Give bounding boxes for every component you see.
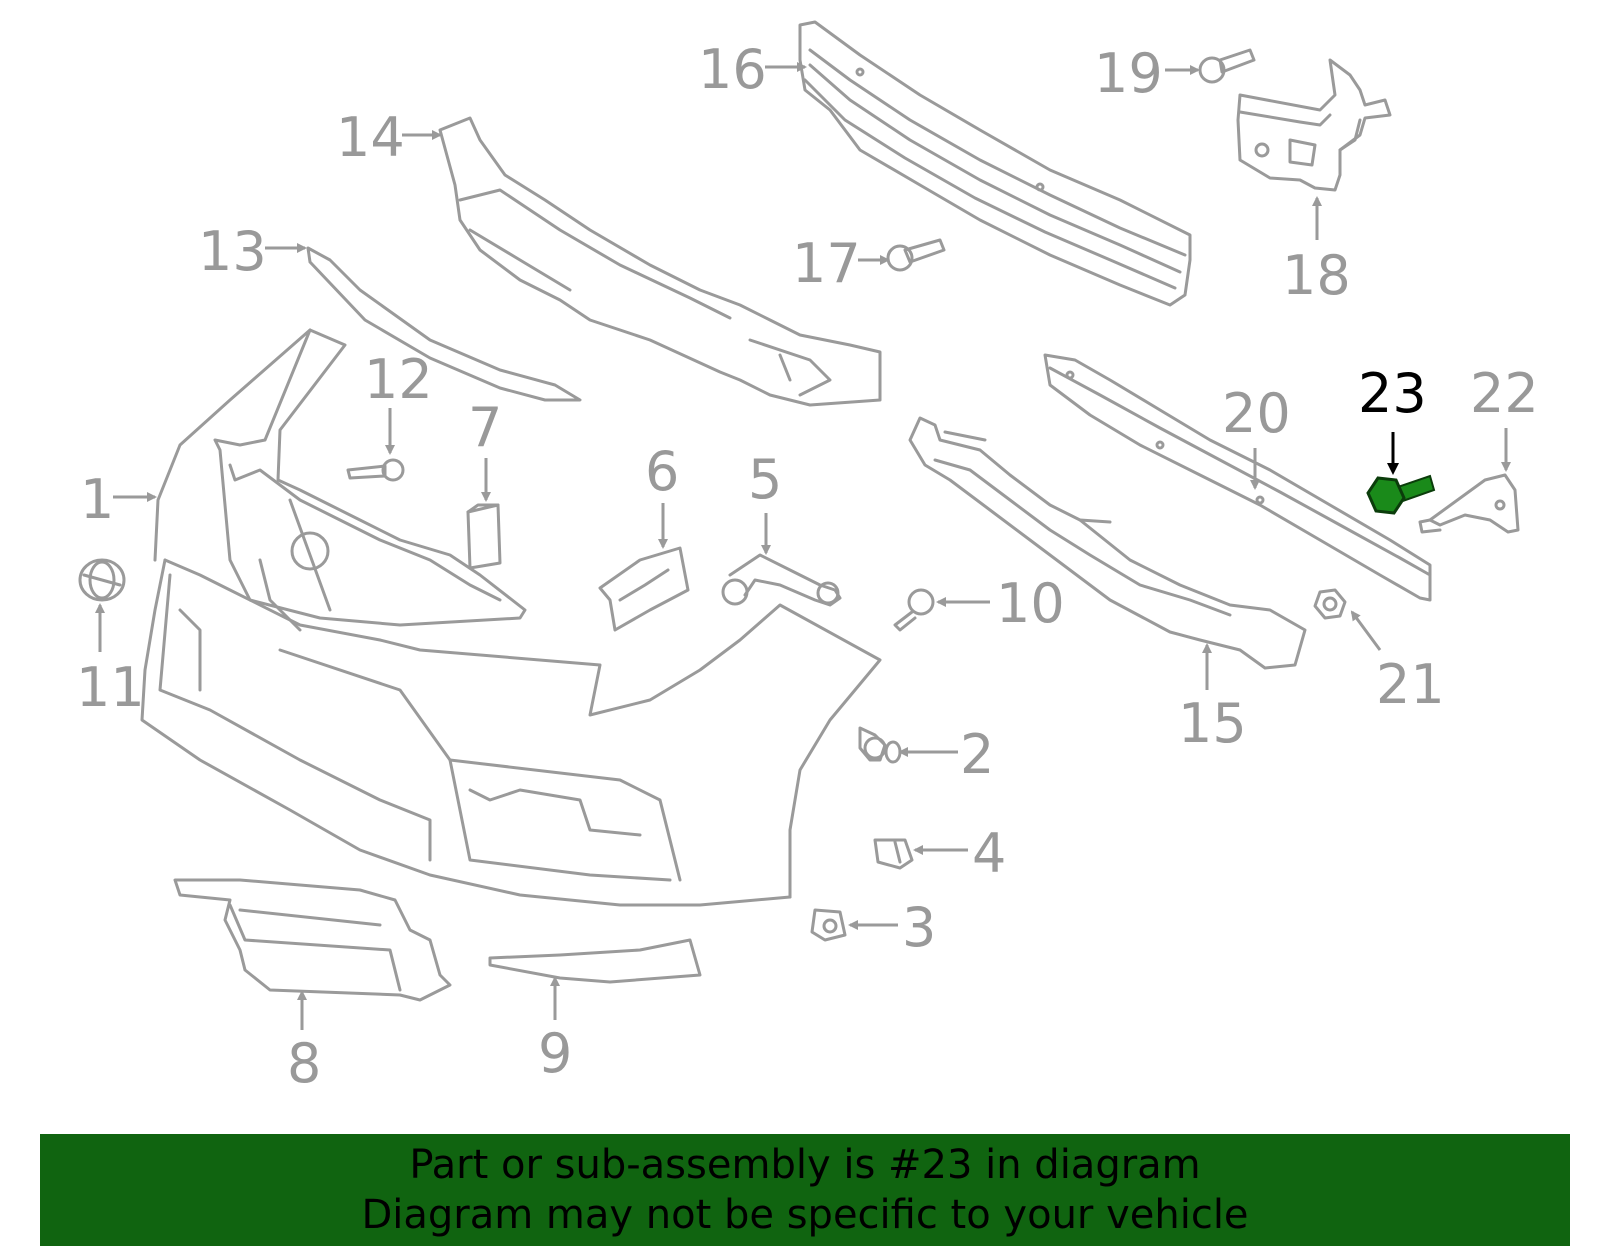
label-8: 8 [287,1032,321,1095]
part-15-lower-absorber [908,416,1307,670]
label-2: 2 [960,723,994,786]
part-14-energy-absorber [438,116,882,407]
banner-line-2: Diagram may not be specific to your vehi… [361,1192,1249,1238]
callout-numbers: 1 2 3 4 5 6 7 8 9 10 11 12 13 14 15 16 1… [76,38,1539,1095]
part-23-bolt [1366,474,1436,515]
label-22: 22 [1470,362,1539,425]
leader-lines [95,62,1511,1030]
label-18: 18 [1282,244,1351,307]
part-21-nut [1313,588,1347,620]
part-6-bracket [598,546,690,632]
label-1: 1 [80,468,114,531]
part-2-clip [858,726,902,764]
label-13: 13 [198,220,267,283]
banner-line-1: Part or sub-assembly is #23 in diagram [409,1142,1201,1188]
label-9: 9 [538,1022,572,1085]
label-4: 4 [972,822,1006,885]
label-17: 17 [792,232,861,295]
part-4-clip [873,838,914,870]
part-17-bolt [886,238,946,272]
label-19: 19 [1094,42,1163,105]
label-12: 12 [364,348,433,411]
label-3: 3 [902,896,936,959]
label-6: 6 [645,440,679,503]
part-9-lower-trim [488,938,702,984]
info-banner: Part or sub-assembly is #23 in diagram D… [40,1134,1570,1246]
label-14: 14 [336,106,405,169]
part-16-reinforcement [798,20,1192,307]
part-18-bracket [1236,58,1392,192]
label-5: 5 [748,448,782,511]
label-7: 7 [468,396,502,459]
part-11-emblem [78,558,126,602]
part-13-trim-strip [306,246,582,402]
part-7-pad [466,503,502,570]
part-3-nut [810,908,847,942]
label-21: 21 [1376,653,1445,716]
part-20-reinforcement [1043,353,1432,602]
label-23: 23 [1358,362,1427,425]
part-12-screw [346,458,405,482]
label-10: 10 [996,572,1065,635]
part-22-bracket [1418,473,1520,534]
label-11: 11 [76,656,145,719]
label-20: 20 [1222,382,1291,445]
part-8-lower-grille [173,878,452,1002]
part-19-bolt [1198,48,1256,84]
part-1-bumper-cover [140,328,882,907]
part-5-bracket [721,553,842,607]
label-16: 16 [698,38,767,101]
label-15: 15 [1178,692,1247,755]
part-10-bolt [893,588,935,632]
